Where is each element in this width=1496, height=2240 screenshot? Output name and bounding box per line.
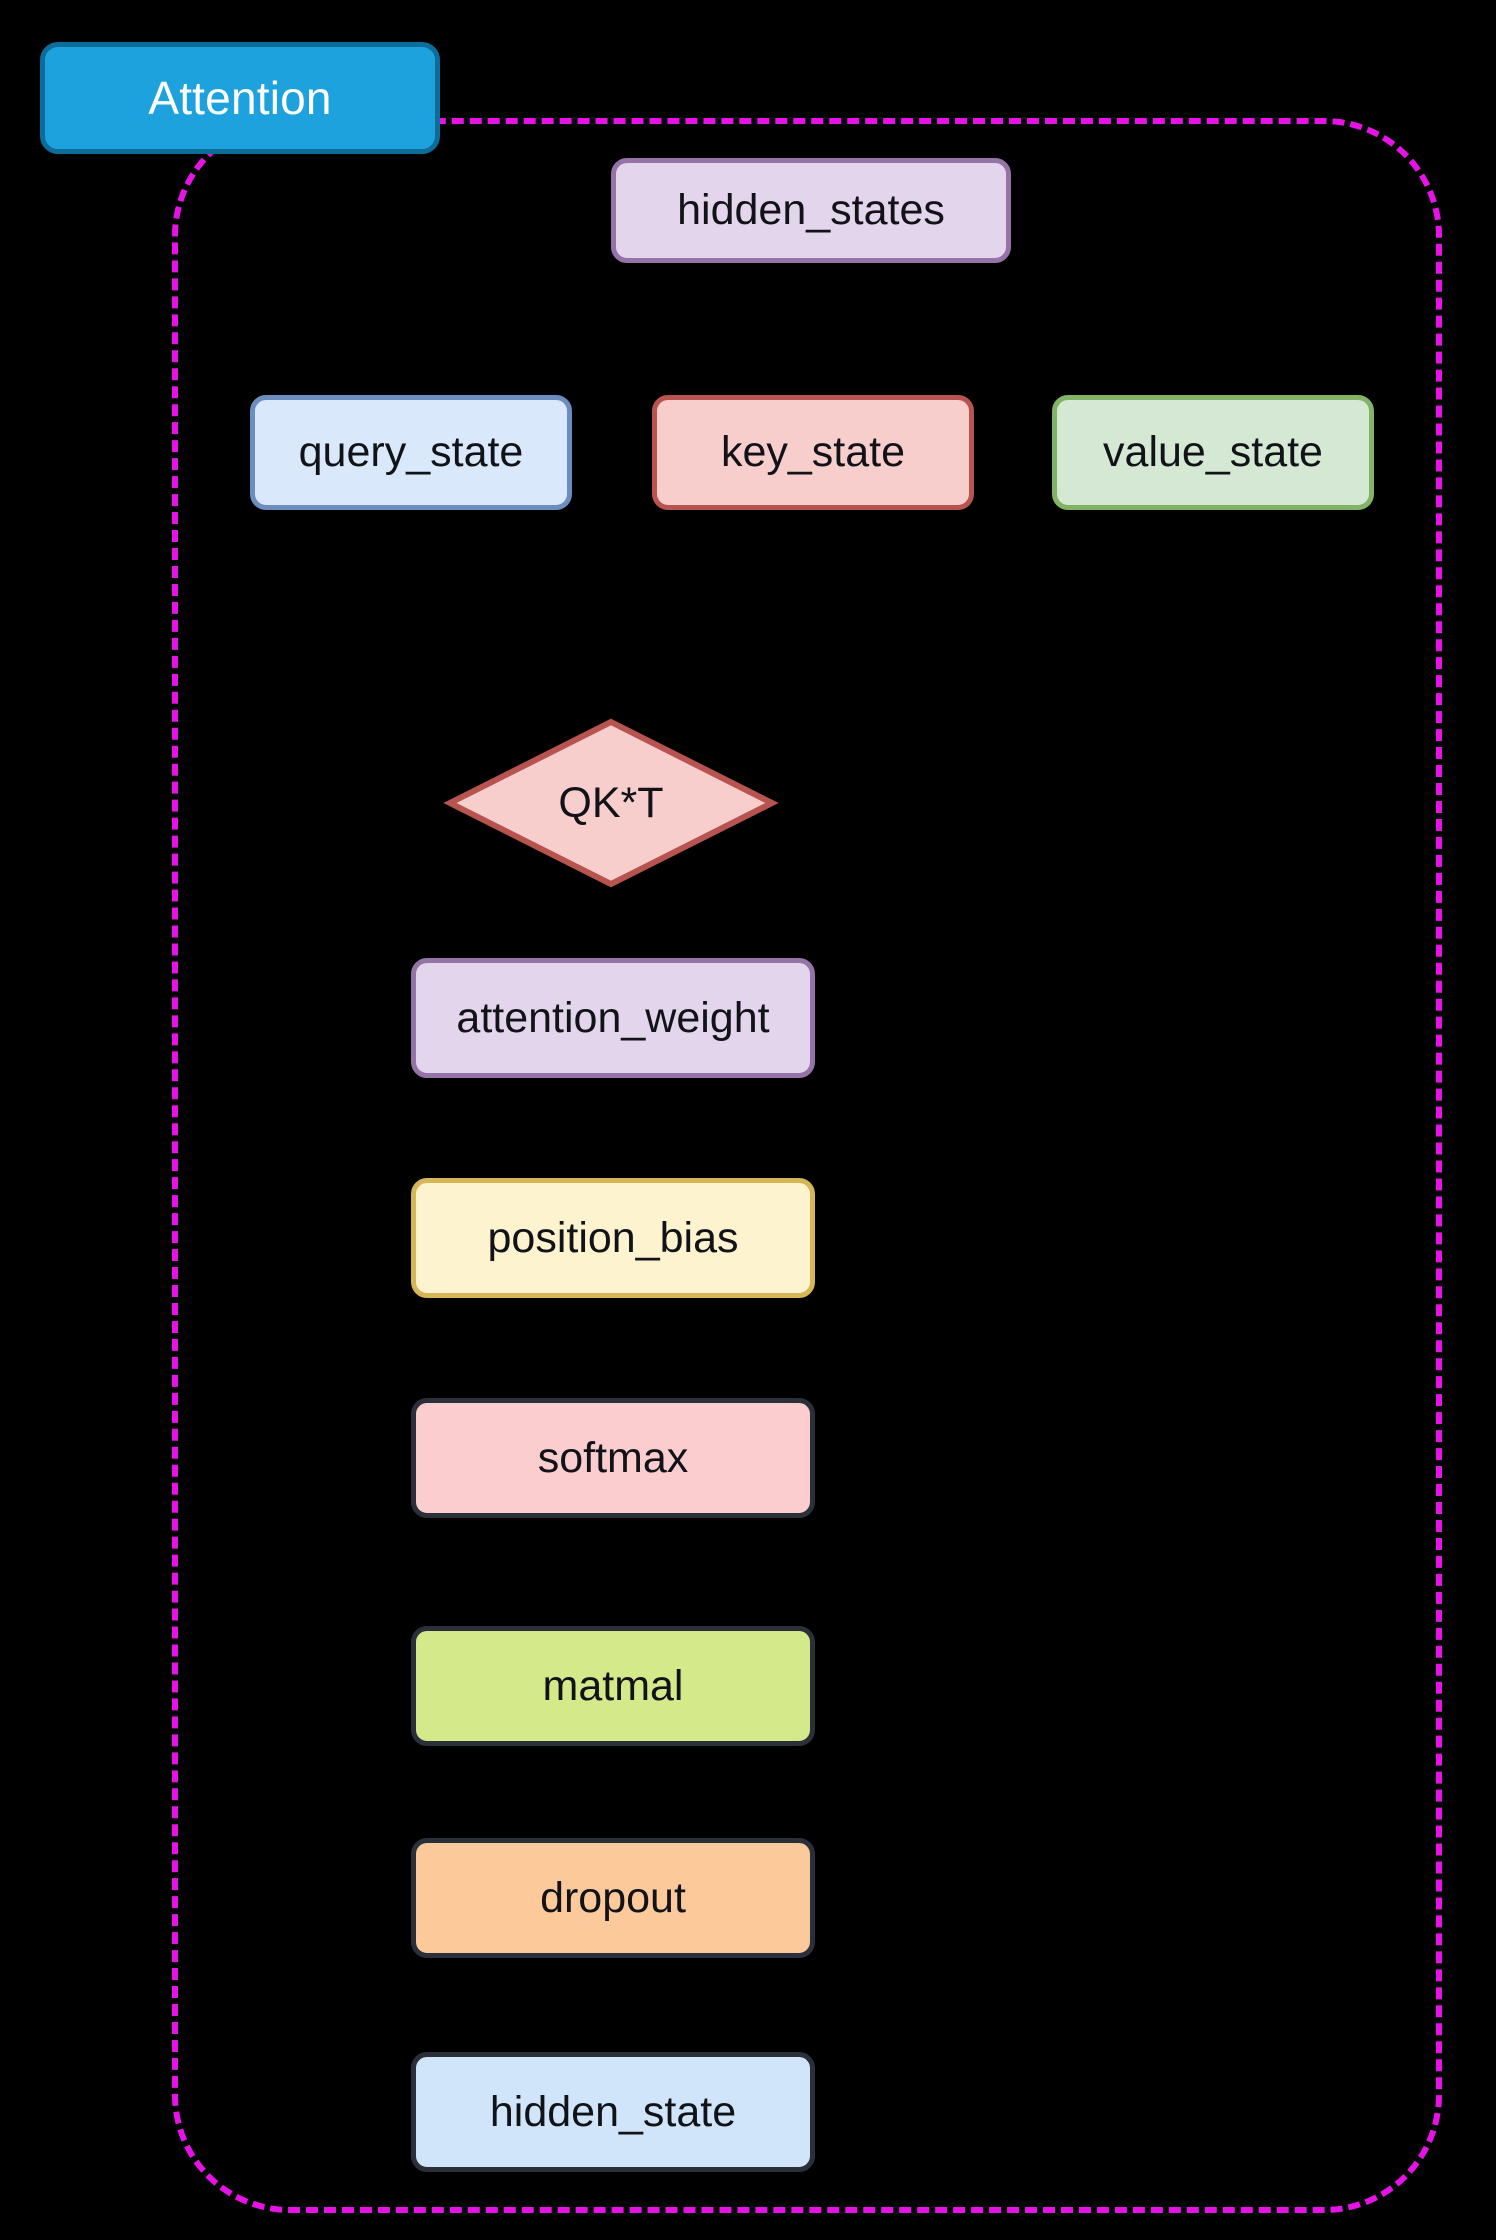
node-qkt-diamond[interactable]: QK*T (443, 718, 779, 888)
node-position-bias[interactable]: position_bias (411, 1178, 815, 1298)
node-qkt-label: QK*T (558, 778, 664, 827)
node-matmal[interactable]: matmal (411, 1626, 815, 1746)
subgraph-title-attention[interactable]: Attention (40, 42, 440, 154)
node-attention-weight[interactable]: attention_weight (411, 958, 815, 1078)
node-query-state[interactable]: query_state (250, 395, 572, 510)
diamond-shape-icon (443, 718, 779, 888)
node-hidden-state[interactable]: hidden_state (411, 2052, 815, 2172)
node-value-state[interactable]: value_state (1052, 395, 1374, 510)
node-hidden-states[interactable]: hidden_states (611, 158, 1011, 263)
node-key-state[interactable]: key_state (652, 395, 974, 510)
node-softmax[interactable]: softmax (411, 1398, 815, 1518)
node-dropout[interactable]: dropout (411, 1838, 815, 1958)
